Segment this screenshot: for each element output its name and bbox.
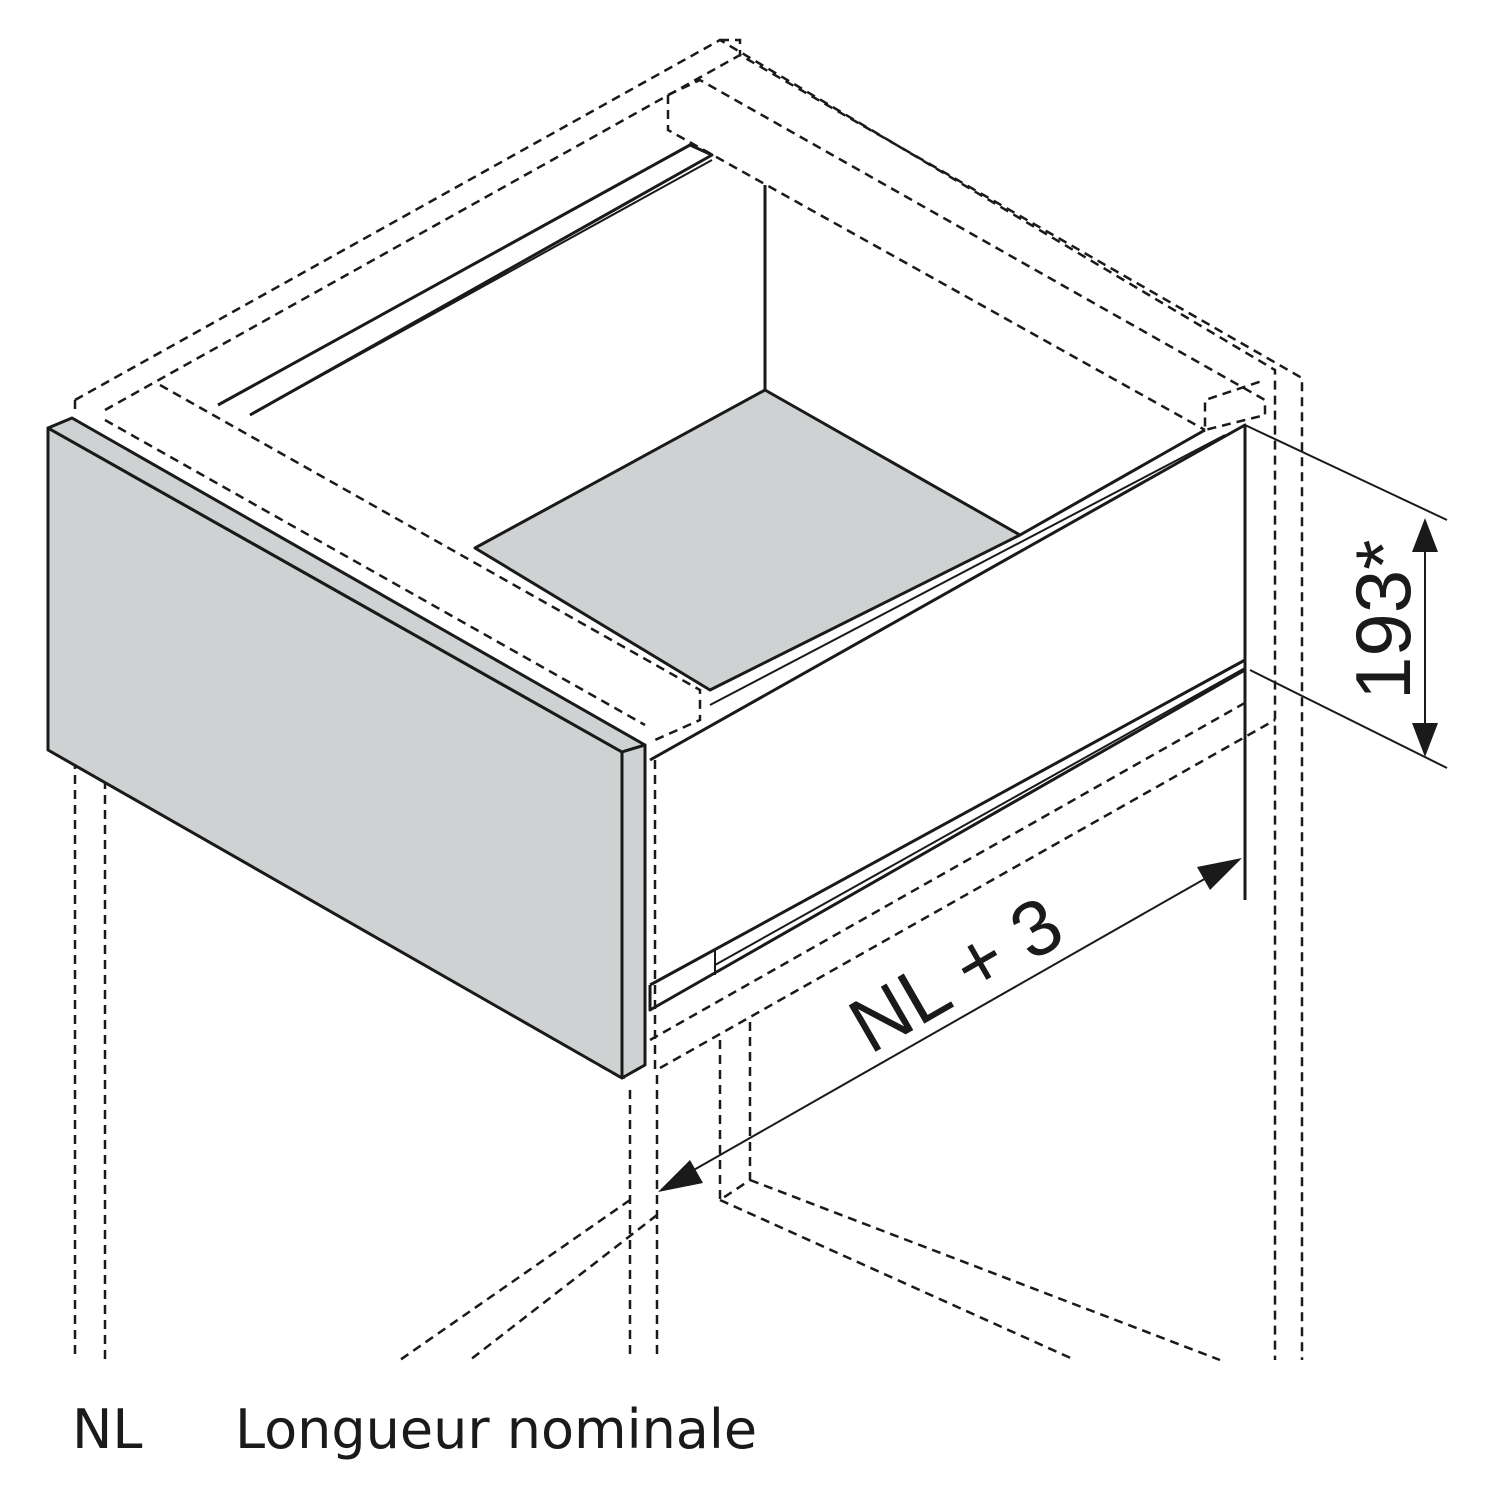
front-panel [46, 416, 647, 1080]
legend-abbreviation: NL [72, 1398, 143, 1461]
length-dimension: NL + 3 [658, 858, 1242, 1192]
drawer-body [217, 143, 1247, 1012]
drawer-bottom [473, 388, 1022, 692]
legend-description: Longueur nominale [235, 1398, 758, 1461]
cabinet-outline [73, 38, 1304, 1362]
height-label: 193* [1339, 540, 1427, 701]
height-dimension: 193* [1244, 424, 1448, 769]
length-label: NL + 3 [835, 879, 1077, 1070]
